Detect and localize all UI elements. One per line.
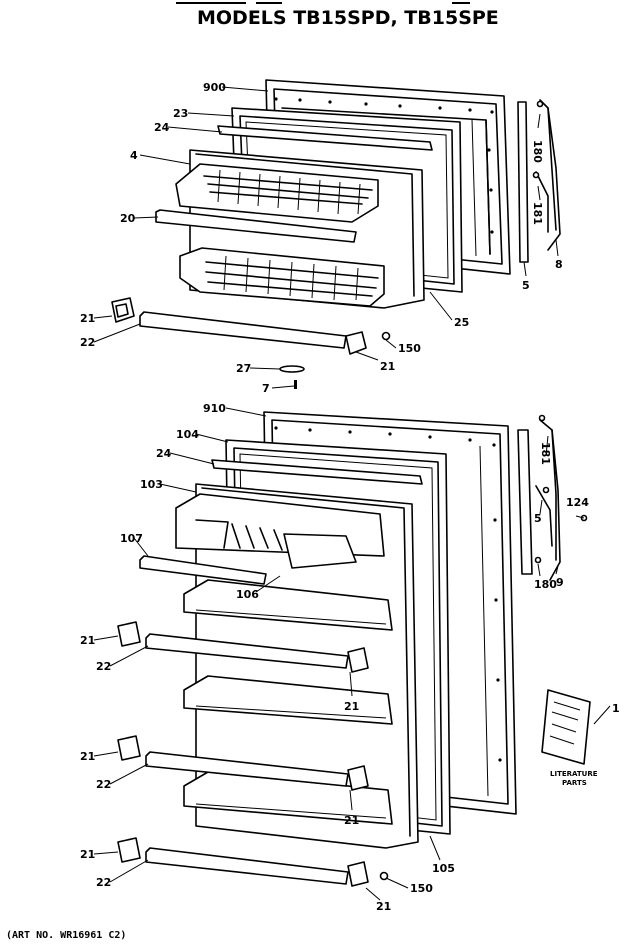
- callout-7: 7: [262, 382, 270, 395]
- callout-21: 21: [80, 634, 95, 647]
- callout-1: 1: [612, 702, 620, 715]
- callout-27: 27: [236, 362, 251, 375]
- literature-caption-line2: PARTS: [562, 779, 587, 787]
- fresh-food-door-liner: [175, 483, 419, 849]
- callout-21: 21: [80, 848, 95, 861]
- callout-22: 22: [96, 876, 111, 889]
- fresh-food-door-assembly: LITERATURE PARTS: [117, 411, 598, 887]
- callout-181: 181: [539, 442, 552, 465]
- callout-23: 23: [173, 107, 188, 120]
- callout-20: 20: [120, 212, 136, 225]
- art-number: (ART NO. WR16961 C2): [6, 930, 126, 941]
- callout-9: 9: [556, 576, 564, 589]
- callout-21: 21: [80, 750, 95, 763]
- callout-21: 21: [380, 360, 395, 373]
- callout-21: 21: [80, 312, 95, 325]
- fresh-food-shelf-bar: [139, 555, 267, 585]
- callout-107: 107: [120, 532, 143, 545]
- fresh-food-breaker-strip: [211, 459, 423, 485]
- callout-24: 24: [156, 447, 172, 460]
- callout-4: 4: [130, 149, 138, 162]
- callout-25: 25: [454, 316, 469, 329]
- callout-104: 104: [176, 428, 199, 441]
- callout-103: 103: [140, 478, 163, 491]
- callout-21: 21: [376, 900, 391, 913]
- leader-lines: [93, 86, 611, 901]
- callout-124: 124: [566, 496, 589, 509]
- literature-caption-line1: LITERATURE: [550, 770, 598, 778]
- callout-150: 150: [410, 882, 433, 895]
- callout-105: 105: [432, 862, 455, 875]
- callout-24: 24: [154, 121, 170, 134]
- callout-181: 181: [531, 202, 544, 225]
- callout-180: 180: [531, 140, 544, 163]
- callout-5: 5: [522, 279, 530, 292]
- callout-180: 180: [534, 578, 557, 591]
- callout-150: 150: [398, 342, 421, 355]
- callout-22: 22: [80, 336, 95, 349]
- callout-labels: 900 23 24 4 20 21 22 21 150 25 27 7 180 …: [80, 81, 620, 913]
- callout-22: 22: [96, 660, 111, 673]
- callout-8: 8: [555, 258, 563, 271]
- callout-22: 22: [96, 778, 111, 791]
- freezer-shelf-bar: [155, 209, 357, 243]
- callout-5: 5: [534, 512, 542, 525]
- freezer-door-assembly: [111, 79, 561, 389]
- freezer-handle-assembly: [111, 297, 391, 389]
- callout-900: 900: [203, 81, 226, 94]
- fresh-food-hinge-parts: [517, 414, 588, 581]
- freezer-hinge-parts: [517, 99, 561, 263]
- literature-booklet: LITERATURE PARTS: [541, 689, 598, 787]
- fresh-food-handle-assemblies: [117, 621, 389, 887]
- callout-21: 21: [344, 700, 359, 713]
- callout-106: 106: [236, 588, 259, 601]
- callout-910: 910: [203, 402, 226, 415]
- callout-21: 21: [344, 814, 359, 827]
- diagram-title: MODELS TB15SPD, TB15SPE: [197, 7, 499, 29]
